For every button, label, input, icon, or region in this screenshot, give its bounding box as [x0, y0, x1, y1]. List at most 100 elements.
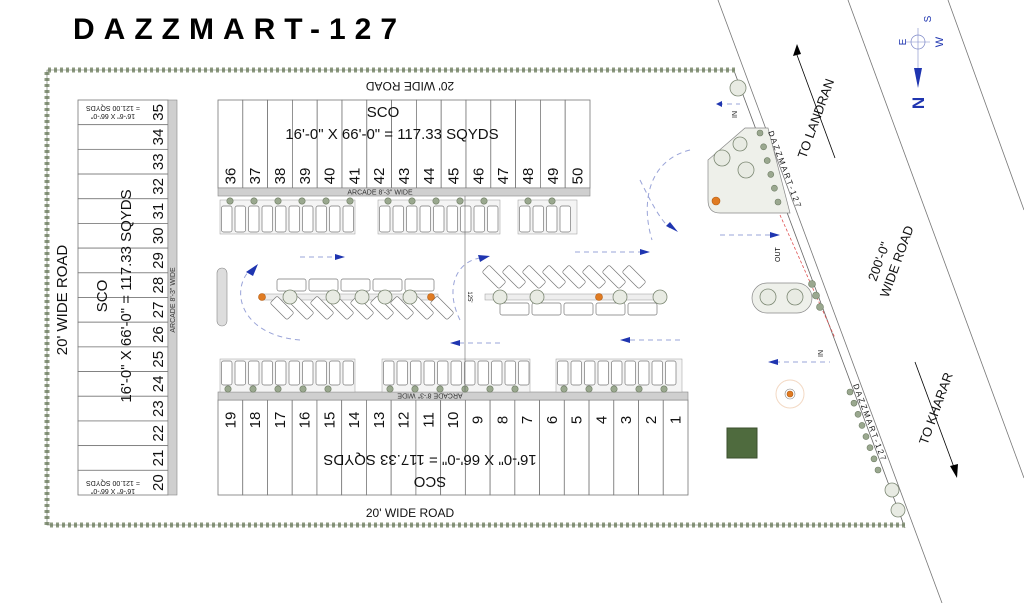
tree-icon [529, 289, 545, 305]
fountain-icon [786, 390, 794, 398]
tree-icon [224, 385, 232, 393]
bottom-block-size: 16'-0" X 66'-0" = 117.33 SQYDS [323, 451, 536, 468]
parking-bay [627, 302, 658, 316]
plot-number: 18 [247, 412, 264, 429]
plot-number: 50 [570, 168, 587, 185]
dazzmart-sign-bottom: DAZZMART-127 [851, 383, 888, 464]
plot-number: 6 [544, 416, 561, 424]
bottom-road-label: 20' WIDE ROAD [366, 506, 455, 520]
plot-12: 12 [390, 399, 417, 496]
parking-bay [315, 205, 327, 233]
flow-arrow-icon [335, 254, 345, 260]
plot-34: 34 [77, 124, 169, 150]
parking-bay [665, 360, 677, 386]
parking-bay [379, 205, 391, 233]
top-arcade [217, 187, 591, 197]
parking-bay [622, 265, 646, 289]
plot-1: 1 [662, 399, 689, 496]
plot-outline [489, 399, 516, 496]
plot-number: 27 [150, 302, 167, 319]
compass-e: E [898, 38, 909, 45]
tree-icon [274, 385, 282, 393]
parking-bay [519, 205, 531, 233]
plot-41: 41 [341, 99, 368, 189]
plot-16: 16 [291, 399, 318, 496]
plot-30: 30 [77, 223, 169, 249]
parking-bay [302, 205, 314, 233]
entry-in-label-bottom: IN [818, 350, 825, 357]
plot-25: 25 [77, 346, 169, 372]
parking-bay [302, 360, 314, 386]
parking-bay [433, 205, 445, 233]
lamp-icon [427, 293, 435, 301]
plot-outline [366, 99, 392, 189]
parking-bay [584, 360, 596, 386]
plot-outline [366, 399, 392, 496]
tree-icon [456, 197, 464, 205]
tree-icon [322, 197, 330, 205]
parking-bay [270, 296, 294, 320]
plot-number: 7 [519, 416, 536, 424]
plot-number: 15 [321, 412, 338, 429]
tree-icon [486, 385, 494, 393]
tree-icon [816, 303, 824, 311]
left-block-type: SCO [94, 280, 111, 313]
tree-icon [812, 291, 820, 300]
parking-bay [342, 205, 354, 233]
plot-14: 14 [341, 399, 367, 496]
left-arcade [167, 99, 178, 496]
tree-icon [808, 280, 816, 288]
arrow-up-icon [793, 44, 801, 56]
plot-number: 44 [421, 168, 438, 185]
plot-outline [242, 399, 268, 496]
parking-bay [499, 302, 530, 316]
plot-outline [77, 272, 169, 298]
plot-number: 22 [150, 425, 167, 442]
plot-outline [77, 445, 169, 471]
plot-29: 29 [77, 247, 169, 274]
plot-number: 25 [150, 351, 167, 368]
parking-bay [275, 360, 287, 386]
parking-bay [651, 360, 663, 386]
parking-bay [288, 205, 300, 233]
tree-icon [884, 482, 900, 498]
plot-number: 2 [643, 416, 660, 424]
tree-icon [874, 466, 882, 474]
plot-outline [77, 148, 169, 175]
tree-icon [866, 444, 874, 452]
plot-number: 12 [396, 412, 413, 429]
plot-outline [390, 399, 417, 496]
plot-number: 38 [272, 168, 289, 185]
plot-number: 1 [668, 416, 685, 424]
parking-bay [532, 205, 544, 233]
parking-bay [542, 265, 566, 289]
site-boundary [44, 67, 905, 528]
tree-icon [226, 197, 234, 205]
parking-bay [288, 360, 300, 386]
plot-number: 39 [297, 168, 314, 185]
parking-bay [582, 265, 606, 289]
tree-icon [524, 197, 532, 205]
left-corner-note-top: = 121.00 SQYDS 16'-6" X 66'-0" [86, 104, 140, 119]
parking-bay [234, 205, 246, 233]
plot-2: 2 [638, 399, 664, 496]
tree-icon [771, 184, 778, 192]
plot-outline [613, 399, 639, 496]
plot-outline [267, 99, 293, 189]
tree-icon [274, 197, 282, 205]
parking-bay [477, 360, 489, 386]
parking-bay [464, 360, 476, 386]
tree-icon [850, 399, 858, 407]
plot-outline [217, 99, 244, 189]
tree-icon [492, 289, 508, 305]
parking-bay [350, 296, 374, 320]
plot-40: 40 [316, 99, 343, 189]
plot-6: 6 [539, 399, 565, 496]
parking-bay [390, 296, 414, 320]
plot-outline [662, 399, 689, 496]
bottom-block-type: SCO [414, 473, 447, 490]
parking-bay [419, 205, 431, 233]
plot-8: 8 [489, 399, 516, 496]
